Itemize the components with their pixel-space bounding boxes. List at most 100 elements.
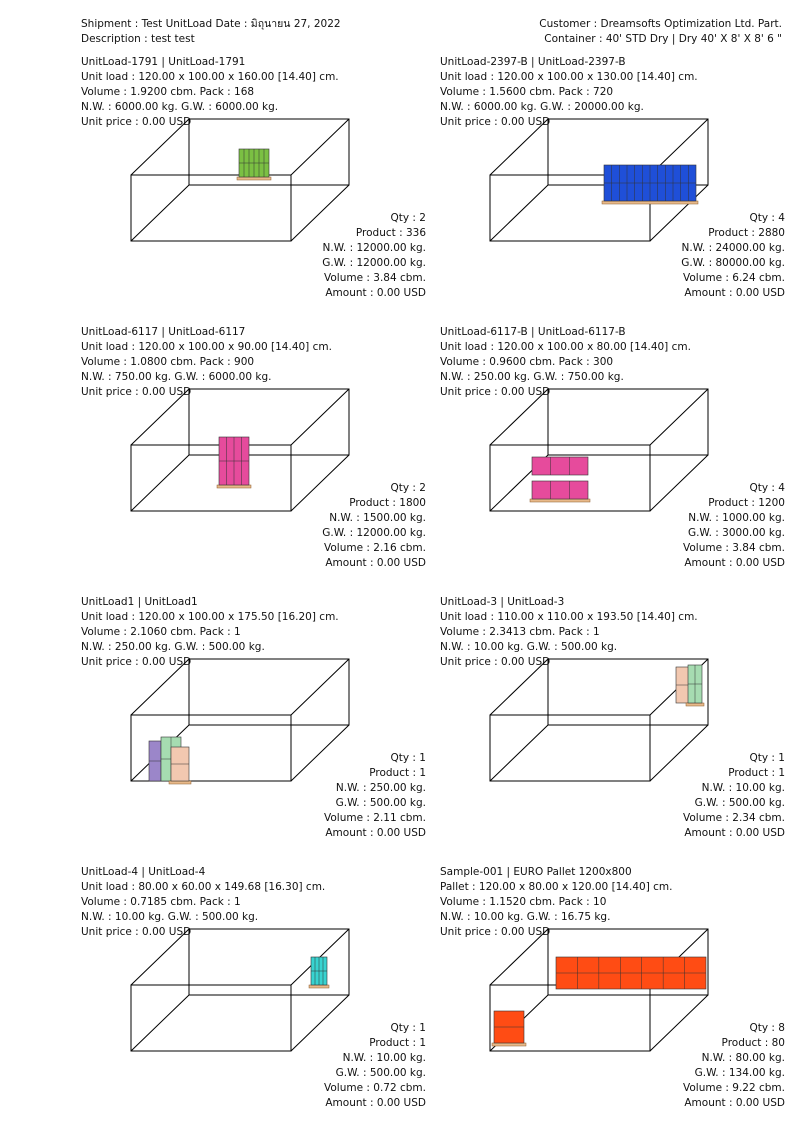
total-gw: G.W. : 80000.00 kg. (681, 257, 785, 269)
total-nw: N.W. : 10.00 kg. (342, 1052, 426, 1064)
container-front-face (489, 174, 651, 242)
unitload-title: UnitLoad-3 | UnitLoad-3 (440, 596, 565, 608)
unitload-weights: N.W. : 6000.00 kg. G.W. : 6000.00 kg. (81, 101, 279, 113)
total-gw: G.W. : 500.00 kg. (335, 797, 426, 809)
total-product: Product : 336 (355, 227, 426, 239)
container-back-face (547, 928, 709, 996)
container-edge (130, 118, 190, 176)
unitload-totals: Qty : 1 Product : 1 N.W. : 10.00 kg. G.W… (226, 1021, 426, 1111)
total-product: Product : 1800 (349, 497, 426, 509)
unitload-card: UnitLoad-6117 | UnitLoad-6117 Unit load … (81, 325, 426, 587)
unitload-dimensions: Unit load : 120.00 x 100.00 x 90.00 [14.… (81, 341, 332, 353)
pallet (601, 200, 699, 205)
unitload-volume-pack: Volume : 2.3413 cbm. Pack : 1 (440, 626, 600, 638)
unitload-totals: Qty : 1 Product : 1 N.W. : 250.00 kg. G.… (226, 751, 426, 841)
total-product: Product : 80 (721, 1037, 785, 1049)
container-edge (649, 994, 709, 1052)
unitload-totals: Qty : 8 Product : 80 N.W. : 80.00 kg. G.… (585, 1021, 785, 1111)
unitload-volume-pack: Volume : 1.5600 cbm. Pack : 720 (440, 86, 614, 98)
cargo-boxes (491, 956, 707, 1047)
cargo-boxes (529, 456, 591, 503)
unitload-weights: N.W. : 10.00 kg. G.W. : 16.75 kg. (440, 911, 611, 923)
container-wireframe (489, 388, 709, 512)
container-wireframe (130, 928, 350, 1052)
container-edge (649, 724, 709, 782)
container-edge (489, 118, 549, 176)
total-qty: Qty : 2 (390, 212, 427, 224)
total-amount: Amount : 0.00 USD (325, 1097, 426, 1109)
unitload-card: UnitLoad-6117-B | UnitLoad-6117-B Unit l… (440, 325, 785, 587)
unitload-title: UnitLoad1 | UnitLoad1 (81, 596, 198, 608)
unitload-volume-pack: Volume : 1.9200 cbm. Pack : 168 (81, 86, 255, 98)
total-gw: G.W. : 500.00 kg. (694, 797, 785, 809)
unitload-dimensions: Unit load : 120.00 x 100.00 x 80.00 [14.… (440, 341, 691, 353)
container-outline (130, 388, 350, 512)
unitload-weights: N.W. : 750.00 kg. G.W. : 6000.00 kg. (81, 371, 272, 383)
total-gw: G.W. : 134.00 kg. (694, 1067, 785, 1079)
unitload-info: Sample-001 | EURO Pallet 1200x800 Pallet… (440, 865, 785, 940)
container-front-face (489, 714, 651, 782)
container-front-face (130, 444, 292, 512)
unitload-card: UnitLoad1 | UnitLoad1 Unit load : 120.00… (81, 595, 426, 857)
total-nw: N.W. : 80.00 kg. (701, 1052, 785, 1064)
total-qty: Qty : 1 (390, 1022, 427, 1034)
container-edge (290, 454, 350, 512)
cargo-box (531, 480, 589, 500)
container-edge (489, 184, 549, 242)
container-edge (489, 658, 549, 716)
container-3d-view (486, 388, 716, 519)
total-amount: Amount : 0.00 USD (684, 287, 785, 299)
unitload-volume-pack: Volume : 1.1520 cbm. Pack : 10 (440, 896, 607, 908)
container-wireframe (130, 118, 350, 242)
pallet (491, 1042, 527, 1047)
unitload-unit-price: Unit price : 0.00 USD (440, 386, 551, 398)
unitload-totals: Qty : 2 Product : 1800 N.W. : 1500.00 kg… (226, 481, 426, 571)
unitload-dimensions: Unit load : 120.00 x 100.00 x 175.50 [16… (81, 611, 339, 623)
unitload-title: UnitLoad-6117-B | UnitLoad-6117-B (440, 326, 626, 338)
total-nw: N.W. : 10.00 kg. (701, 782, 785, 794)
unitload-info: UnitLoad-6117-B | UnitLoad-6117-B Unit l… (440, 325, 785, 400)
container-edge (130, 388, 190, 446)
total-amount: Amount : 0.00 USD (325, 287, 426, 299)
total-volume: Volume : 6.24 cbm. (683, 272, 785, 284)
cargo-box (531, 456, 589, 476)
total-product: Product : 1 (369, 1037, 426, 1049)
description-line: Description : test test (81, 33, 195, 45)
unitload-unit-price: Unit price : 0.00 USD (440, 116, 551, 128)
container-edge (290, 994, 350, 1052)
container-3d-view (127, 928, 357, 1059)
container-edge (290, 724, 350, 782)
unitload-totals: Qty : 4 Product : 2880 N.W. : 24000.00 k… (585, 211, 785, 301)
unitload-dimensions: Unit load : 120.00 x 100.00 x 160.00 [14… (81, 71, 339, 83)
total-volume: Volume : 2.34 cbm. (683, 812, 785, 824)
container-3d-view (127, 658, 357, 789)
total-product: Product : 2880 (708, 227, 785, 239)
container-outline (489, 118, 709, 242)
container-front-face (489, 444, 651, 512)
total-nw: N.W. : 1500.00 kg. (329, 512, 426, 524)
total-volume: Volume : 0.72 cbm. (324, 1082, 426, 1094)
total-gw: G.W. : 500.00 kg. (335, 1067, 426, 1079)
unitload-unit-price: Unit price : 0.00 USD (81, 386, 192, 398)
unitload-dimensions: Unit load : 110.00 x 110.00 x 193.50 [14… (440, 611, 698, 623)
shipment-line: Shipment : Test UnitLoad Date : มิถุนายน… (81, 18, 341, 30)
container-edge (290, 658, 350, 716)
total-qty: Qty : 1 (390, 752, 427, 764)
total-nw: N.W. : 24000.00 kg. (681, 242, 785, 254)
total-volume: Volume : 2.16 cbm. (324, 542, 426, 554)
unitload-weights: N.W. : 250.00 kg. G.W. : 750.00 kg. (440, 371, 624, 383)
container-edge (649, 454, 709, 512)
container-edge (290, 184, 350, 242)
unitload-unit-price: Unit price : 0.00 USD (440, 656, 551, 668)
pallet (168, 780, 192, 785)
header-left: Shipment : Test UnitLoad Date : มิถุนายน… (81, 17, 421, 47)
total-gw: G.W. : 12000.00 kg. (322, 257, 426, 269)
container-back-face (188, 658, 350, 726)
unitload-card: UnitLoad-1791 | UnitLoad-1791 Unit load … (81, 55, 426, 317)
container-3d-view (486, 928, 716, 1059)
container-back-face (188, 118, 350, 186)
unitload-info: UnitLoad-3 | UnitLoad-3 Unit load : 110.… (440, 595, 785, 670)
container-edge (130, 454, 190, 512)
unitload-card: UnitLoad-4 | UnitLoad-4 Unit load : 80.0… (81, 865, 426, 1127)
container-back-face (547, 388, 709, 456)
